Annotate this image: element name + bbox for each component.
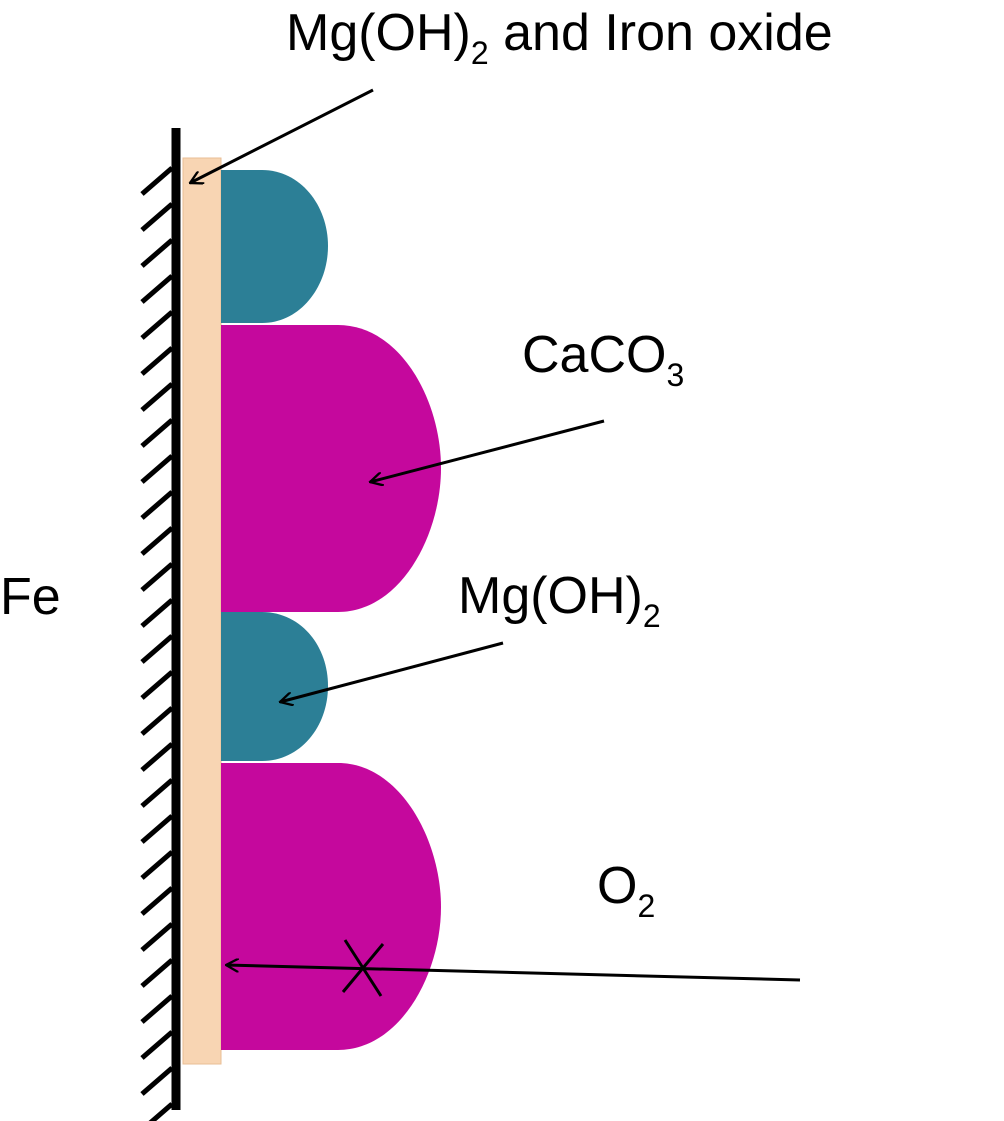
hatch-mark xyxy=(140,382,174,412)
hatch-mark xyxy=(140,310,174,340)
o2-blocked-cross-mark xyxy=(341,939,385,997)
hatch-mark xyxy=(140,346,174,376)
hatch-mark xyxy=(140,742,174,772)
hatch-mark xyxy=(140,166,174,196)
fe-metal-surface xyxy=(140,128,181,1121)
label-o2: O2 xyxy=(597,857,655,924)
arrow-to-oxide-film xyxy=(190,88,374,183)
hatch-mark xyxy=(140,418,174,448)
hatch-mark xyxy=(140,1066,174,1096)
hatch-mark xyxy=(140,1030,174,1060)
hatch-mark xyxy=(140,994,174,1024)
hatch-mark xyxy=(148,1102,174,1121)
hatch-mark xyxy=(140,454,174,484)
hatch-mark xyxy=(140,814,174,844)
hatch-mark xyxy=(140,778,174,808)
oxide-film-layer xyxy=(182,157,222,1065)
label-fe: Fe xyxy=(0,568,61,626)
o2-blocked-arrow xyxy=(226,965,801,982)
caco3-deposit-lower xyxy=(221,763,441,1050)
hatch-mark xyxy=(140,238,174,268)
label-mg-oh2: Mg(OH)2 xyxy=(458,567,661,634)
mg-oh2-deposit-middle xyxy=(221,612,328,761)
arrow-to-caco3 xyxy=(370,419,605,482)
hatch-mark xyxy=(140,706,174,736)
hatch-mark xyxy=(140,922,174,952)
hatch-mark xyxy=(140,634,174,664)
hatch-mark xyxy=(140,526,174,556)
hatch-mark xyxy=(140,490,174,520)
label-mg-oh2-and-iron-oxide: Mg(OH)2 and Iron oxide xyxy=(286,4,833,71)
hatch-mark xyxy=(140,886,174,916)
arrow-to-mg-oh2 xyxy=(280,641,504,702)
label-caco3: CaCO3 xyxy=(522,326,684,393)
hatch-mark xyxy=(140,274,174,304)
hatch-mark xyxy=(140,670,174,700)
hatch-mark xyxy=(140,202,174,232)
hatch-mark xyxy=(140,562,174,592)
hatch-mark xyxy=(140,958,174,988)
surface-hatching xyxy=(140,166,174,1121)
mg-oh2-deposit-top xyxy=(221,170,328,323)
hatch-mark xyxy=(140,598,174,628)
hatch-mark xyxy=(140,850,174,880)
caco3-deposit-upper xyxy=(221,325,441,612)
